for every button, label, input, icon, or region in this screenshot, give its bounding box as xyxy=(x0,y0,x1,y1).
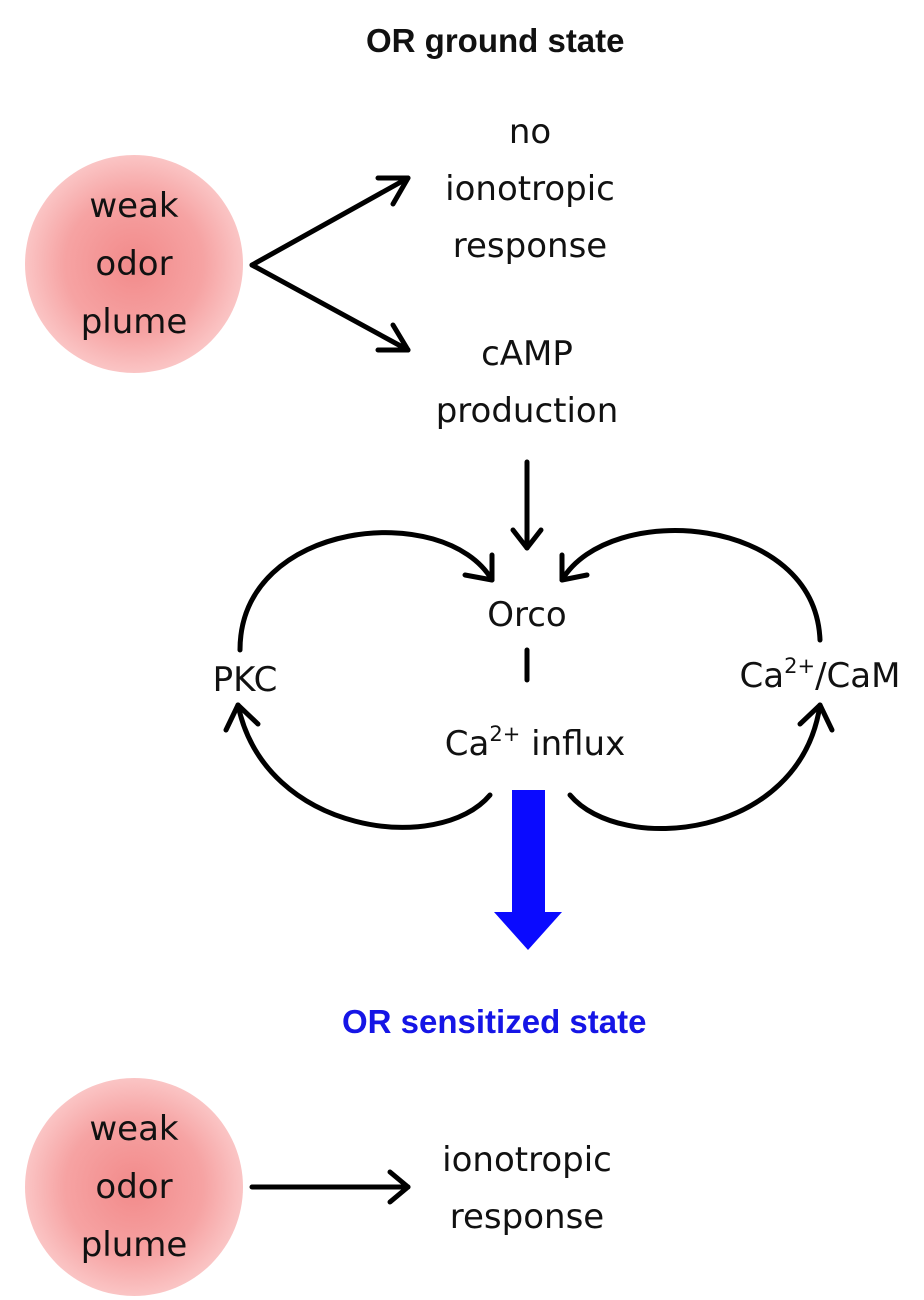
plume-word: weak xyxy=(89,186,179,226)
arrow-ca-influx-to-cam xyxy=(567,702,835,832)
ca-text: Ca xyxy=(739,656,785,696)
text-line: ionotropic xyxy=(445,169,615,209)
arrow-cam-to-orco xyxy=(559,528,823,643)
arrow-pkc-to-orco xyxy=(237,530,495,653)
no-response-label: no ionotropic response xyxy=(420,104,640,275)
response-label: ionotropic response xyxy=(412,1132,642,1246)
plume-word: odor xyxy=(95,244,173,284)
plume-word: weak xyxy=(89,1109,179,1149)
plume-label-top: weak odor plume xyxy=(25,155,243,373)
arrow-plume-to-no-response xyxy=(249,175,411,268)
text-line: ionotropic xyxy=(442,1140,612,1180)
plume-circle-top: weak odor plume xyxy=(25,155,243,373)
plume-label-bottom: weak odor plume xyxy=(25,1078,243,1296)
ca-influx-label: Ca2+ influx xyxy=(420,716,650,773)
pkc-label: PKC xyxy=(212,660,278,700)
sensitized-state-title: OR sensitized state xyxy=(342,1003,647,1040)
ca-charge: 2+ xyxy=(489,721,521,746)
plume-circle-bottom: weak odor plume xyxy=(25,1078,243,1296)
plume-word: plume xyxy=(80,302,188,342)
arrow-camp-to-orco xyxy=(510,459,544,551)
ca-cam-label: Ca2+/CaM xyxy=(720,648,920,705)
ca-charge: 2+ xyxy=(784,653,816,678)
influx-text: influx xyxy=(520,724,626,764)
text-line: cAMP xyxy=(481,334,573,374)
cam-text: /CaM xyxy=(815,656,901,696)
ca-text: Ca xyxy=(444,724,490,764)
text-line: no xyxy=(508,112,552,152)
ground-state-title: OR ground state xyxy=(366,22,625,59)
arrow-plume-to-camp xyxy=(249,262,411,353)
plume-word: plume xyxy=(80,1225,188,1265)
camp-label: cAMP production xyxy=(412,326,642,440)
text-line: response xyxy=(449,1197,605,1237)
arrow-ca-influx-to-pkc xyxy=(223,702,493,830)
text-line: production xyxy=(435,391,619,431)
arrow-plume-to-response xyxy=(249,1169,411,1205)
text-line: response xyxy=(452,226,608,266)
orco-label: Orco xyxy=(487,595,567,635)
plume-word: odor xyxy=(95,1167,173,1207)
transition-arrow xyxy=(494,790,562,950)
